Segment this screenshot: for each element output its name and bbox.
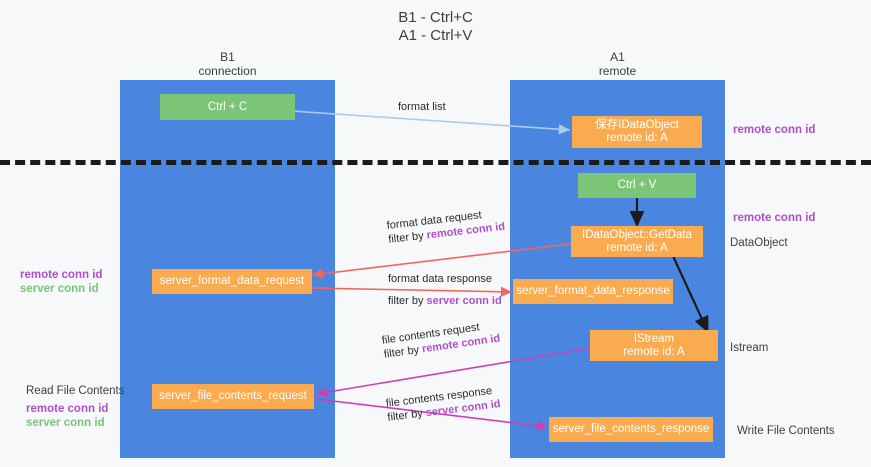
lane-header-a1-name: A1	[610, 50, 625, 64]
lane-header-b1-name: B1	[220, 50, 235, 64]
arrow-format-data-request	[311, 242, 579, 279]
node-idataobject-remote[interactable]: 保存IDataObject remote id: A	[572, 116, 702, 148]
node-getdata[interactable]: IDataObject::GetData remote id: A	[571, 226, 703, 257]
annotation-right-mid-conn: remote conn id	[733, 212, 816, 224]
lane-header-b1-role: connection	[198, 64, 257, 78]
edge-filter-key: server conn id	[426, 295, 502, 307]
phase-divider	[0, 160, 871, 165]
annotation-left-remote-conn: remote conn id	[20, 269, 103, 281]
annotation-right-write-file: Write File Contents	[737, 425, 835, 437]
arrow-getdata-to-istream	[672, 255, 709, 333]
lane-header-a1: A1 remote	[510, 50, 725, 78]
node-istream[interactable]: IStream remote id: A	[590, 330, 718, 361]
edge-label-format-list-text: format list	[398, 101, 446, 113]
node-server-format-data-response[interactable]: server_format_data_response	[513, 279, 673, 304]
edge-label-format-data-response-text: format data response	[388, 273, 492, 285]
edge-label-format-data-response: format data response filter by server co…	[388, 272, 502, 308]
node-istream-label: IStream	[633, 332, 675, 345]
annotation-left-server-conn: server conn id	[20, 283, 99, 295]
node-idataobject-remote-id: remote id: A	[606, 132, 668, 144]
node-ctrl-v-label: Ctrl + V	[617, 179, 657, 191]
edge-label-format-data-response-filter: filter by server conn id	[388, 294, 502, 308]
node-ctrl-c[interactable]: Ctrl + C	[160, 94, 295, 120]
node-server-format-data-request[interactable]: server_format_data_request	[152, 269, 312, 294]
annotation-left-read-file: Read File Contents	[26, 385, 125, 397]
node-server-file-contents-request[interactable]: server_file_contents_request	[152, 384, 314, 409]
arrow-file-contents-response	[315, 398, 549, 431]
node-idataobject-remote-label: 保存IDataObject	[595, 119, 679, 131]
lane-header-b1: B1 connection	[120, 50, 335, 78]
node-getdata-label: IDataObject::GetData	[582, 228, 692, 241]
annotation-left-server-conn-2: server conn id	[26, 417, 105, 429]
node-server-file-contents-response[interactable]: server_file_contents_response	[549, 417, 713, 442]
diagram-title-line-2: A1 - Ctrl+V	[398, 27, 473, 44]
edge-label-format-list: format list	[398, 100, 446, 114]
node-server-file-contents-response-label: server_file_contents_response	[552, 423, 710, 435]
arrow-file-contents-request	[315, 347, 593, 398]
arrow-format-list	[276, 109, 571, 135]
node-server-file-contents-request-label: server_file_contents_request	[159, 390, 307, 402]
node-getdata-id: remote id: A	[606, 241, 668, 254]
annotation-right-dataobject: DataObject	[730, 237, 788, 249]
node-server-format-data-response-label: server_format_data_response	[516, 285, 670, 297]
lane-header-a1-role: remote	[598, 64, 637, 78]
node-server-format-data-request-label: server_format_data_request	[159, 275, 305, 287]
annotation-right-istream: Istream	[730, 342, 769, 354]
annotation-right-top-conn: remote conn id	[733, 124, 816, 136]
arrow-format-data-response	[311, 286, 513, 297]
node-ctrl-v[interactable]: Ctrl + V	[578, 173, 696, 198]
diagram-title-line-1: B1 - Ctrl+C	[398, 9, 473, 26]
edge-filter-prefix: filter by	[388, 295, 427, 307]
annotation-left-remote-conn-2: remote conn id	[26, 403, 109, 415]
node-ctrl-c-label: Ctrl + C	[207, 100, 248, 113]
node-istream-id: remote id: A	[623, 345, 685, 358]
